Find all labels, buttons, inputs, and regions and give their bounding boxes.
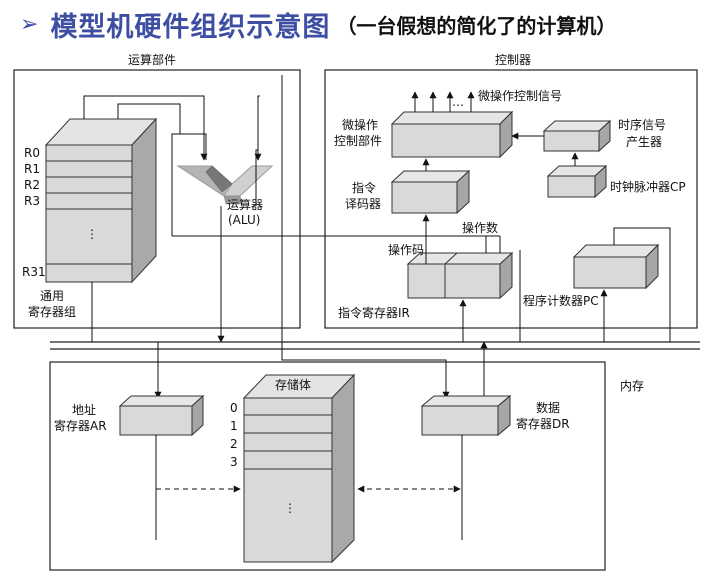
- alu-shape: [176, 165, 274, 205]
- instruction-register-box: [406, 251, 514, 300]
- storage-label: 存储体: [275, 377, 311, 392]
- storage-body-box: [242, 373, 356, 564]
- pc-label: 程序计数器PC: [523, 293, 599, 308]
- program-counter-box: [572, 243, 660, 290]
- register-r2-label: R2: [24, 178, 40, 192]
- memory-section-label: 内存: [620, 379, 644, 393]
- bullet-arrow-icon: ➢: [20, 11, 39, 37]
- memory-section-frame: [49, 361, 606, 571]
- timing-label-2: 产生器: [626, 135, 662, 149]
- arith-section-label: 运算部件: [128, 52, 176, 67]
- control-section-label: 控制器: [495, 53, 531, 67]
- cell-0-label: 0: [230, 401, 238, 415]
- register-r3-label: R3: [24, 194, 40, 208]
- reg-to-alu-wire-2: [117, 103, 207, 160]
- decoder-label-2: 译码器: [345, 197, 381, 211]
- cell-1-label: 1: [230, 419, 238, 433]
- register-file-label-2: 寄存器组: [28, 304, 76, 319]
- opcode-label: 操作码: [388, 242, 424, 257]
- register-file-label-1: 通用: [40, 289, 64, 303]
- clock-label: 时钟脉冲器CP: [610, 179, 686, 194]
- dr-label-2: 寄存器DR: [516, 416, 570, 431]
- ar-label-2: 寄存器AR: [54, 418, 107, 433]
- control-section-frame: [324, 69, 698, 329]
- dr-label-1: 数据: [536, 400, 560, 415]
- micro-op-control-box: [390, 110, 514, 159]
- alu-input-b-wire: [171, 133, 204, 236]
- page-subtitle: （一台假想的简化了的计算机）: [336, 13, 617, 38]
- operand-label: 操作数: [462, 220, 498, 235]
- register-r1-label: R1: [24, 162, 40, 176]
- page-title: 模型机硬件组织示意图: [50, 11, 331, 43]
- alu-label-2: (ALU): [228, 213, 260, 227]
- arith-section-frame: [13, 69, 301, 329]
- alu-label-1: 运算器: [227, 197, 263, 212]
- ar-label-1: 地址: [72, 403, 96, 417]
- data-register-box: [420, 394, 512, 437]
- register-ellipsis: ⋮: [86, 227, 98, 241]
- reg-to-dr-wire: [281, 75, 450, 399]
- micro-signal-label: 微操作控制信号: [478, 88, 562, 103]
- general-register-file: [44, 117, 158, 284]
- micro-op-label-1: 微操作: [342, 117, 378, 132]
- title-bar: ➢ 模型机硬件组织示意图 （一台假想的简化了的计算机）: [20, 4, 616, 44]
- address-register-box: [118, 394, 205, 437]
- micro-signal-dots: …: [452, 95, 464, 109]
- pc-to-bus-wire: [613, 227, 671, 342]
- decoder-label-1: 指令: [352, 180, 376, 195]
- storage-ellipsis: ⋮: [284, 501, 296, 515]
- timing-generator-box: [542, 119, 612, 153]
- ir-label: 指令寄存器IR: [338, 305, 410, 320]
- reg-to-alu-wire-1: [83, 95, 208, 161]
- cell-2-label: 2: [230, 437, 238, 451]
- clock-box: [546, 164, 608, 199]
- cell-3-label: 3: [230, 455, 238, 469]
- register-r0-label: R0: [24, 146, 40, 160]
- register-r31-label: R31: [22, 265, 46, 279]
- micro-op-label-2: 控制部件: [334, 133, 382, 148]
- instruction-decoder-box: [390, 169, 471, 215]
- timing-label-1: 时序信号: [618, 117, 666, 132]
